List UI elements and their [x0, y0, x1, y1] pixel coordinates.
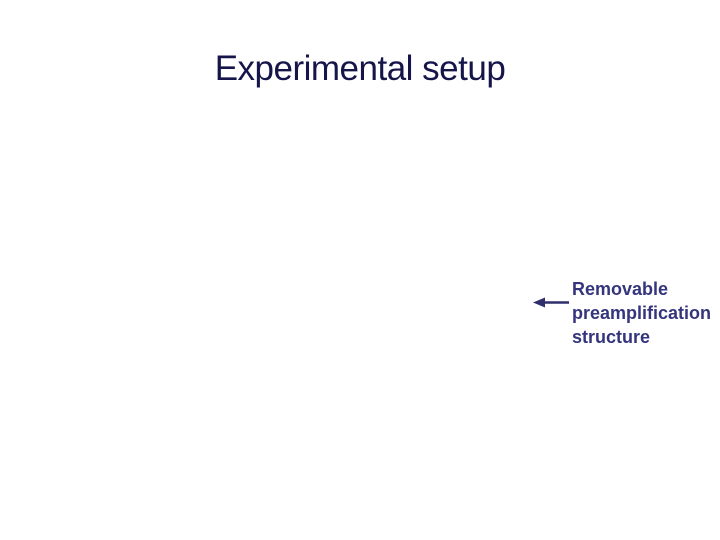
- annotation-label: Removable preamplification structure: [572, 279, 712, 347]
- left-arrow-icon: [533, 297, 569, 308]
- slide-title: Experimental setup: [214, 49, 506, 88]
